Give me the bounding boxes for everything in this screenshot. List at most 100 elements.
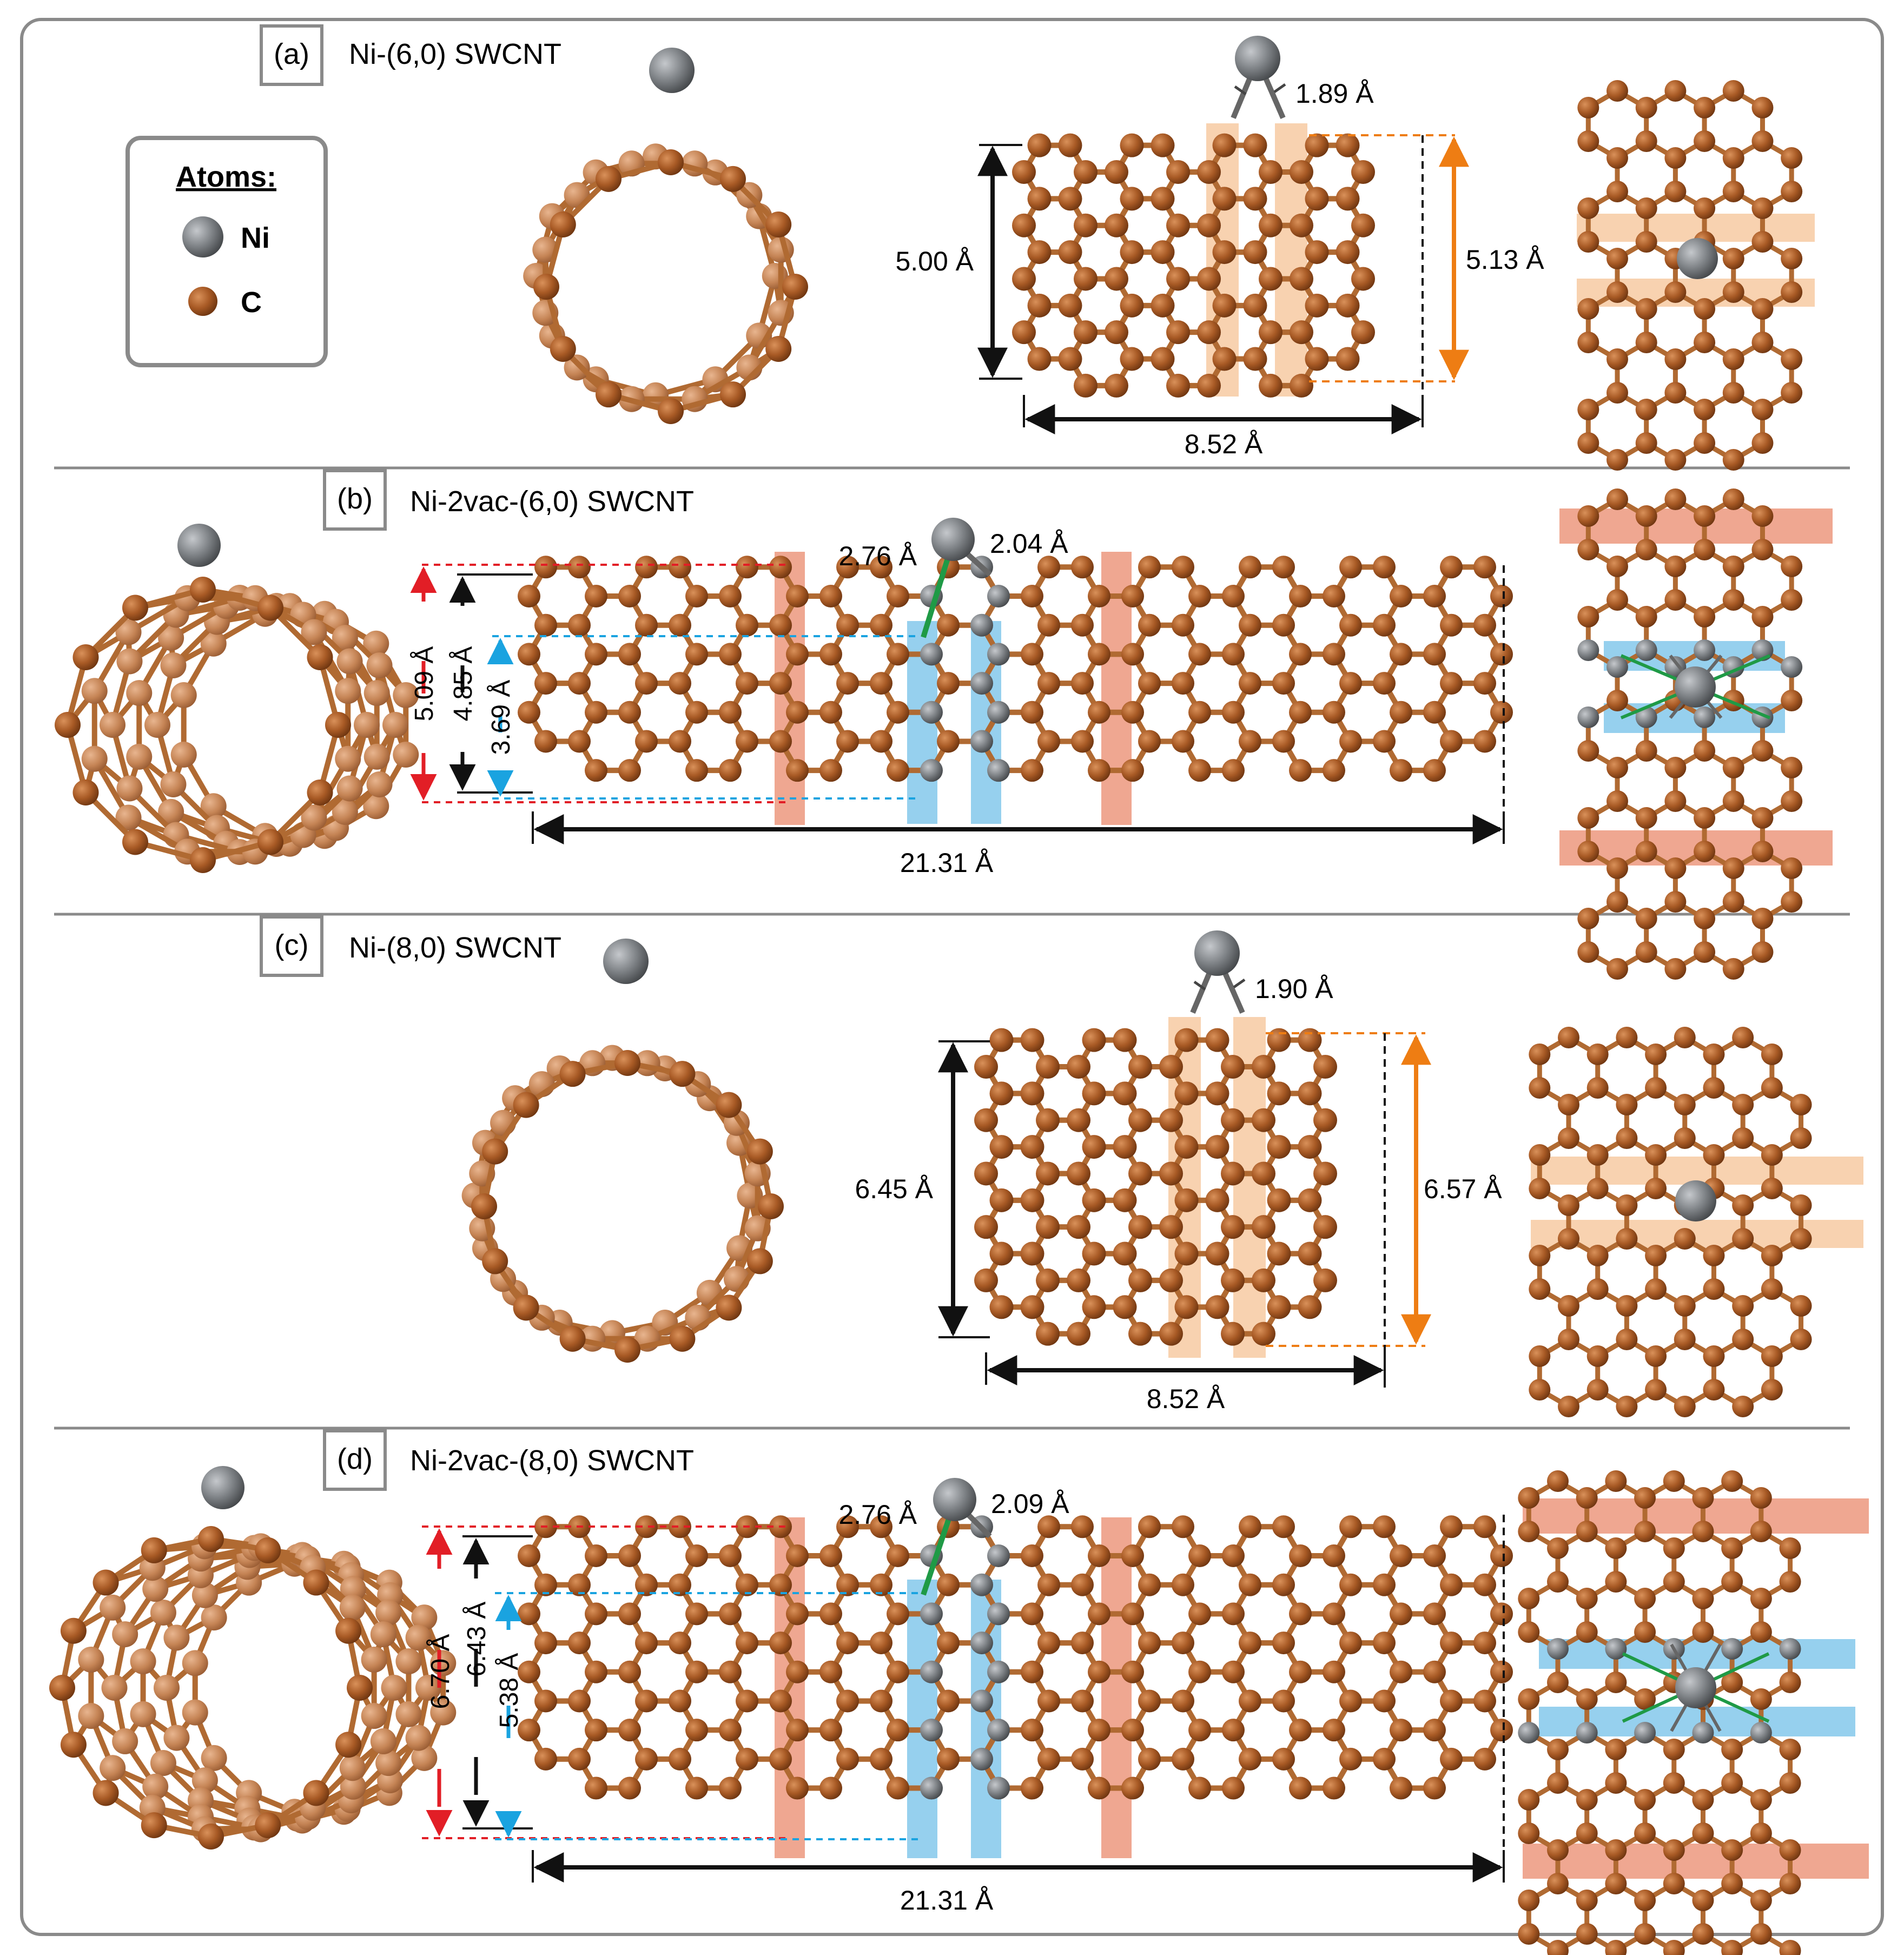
ni-bond-length-label: 1.90 Å [1255,974,1333,1004]
c-atom [1166,160,1190,184]
c-atom [1694,298,1716,320]
c-atom [1272,672,1295,695]
c-atom [1027,347,1052,371]
c-atom [1616,1194,1638,1216]
c-atom [72,780,99,805]
c-atom [163,1624,190,1651]
c-atom [1071,1573,1094,1596]
c-atom [1781,348,1803,370]
c-atom [1020,1135,1044,1159]
c-atom [78,1703,104,1729]
c-atom [836,1573,859,1596]
c-atom [1577,807,1599,829]
c-atom [719,1544,742,1567]
c-atom [937,1632,960,1655]
panel-d-side-view: 2.76 Å 2.09 Å 6.70 Å 6.43 Å 5.38 Å 21.31… [422,1478,1513,1916]
c-atom [112,1728,138,1754]
panel-d-title: Ni-2vac-(8,0) SWCNT [410,1444,694,1477]
c-atom [1518,1621,1540,1643]
c-atom [987,585,1010,607]
c-atom [1037,1689,1060,1713]
c-atom [1166,373,1190,398]
c-atom [142,1576,169,1602]
c-atom [568,1632,591,1655]
c-atom [836,613,859,637]
c-atom [1012,213,1036,237]
figure-frame [20,18,1884,1936]
c-atom [1222,1776,1245,1800]
c-atom [1222,1719,1245,1742]
c-atom [786,701,809,724]
c-atom [1174,1188,1199,1212]
c-atom [1605,1739,1627,1760]
c-atom [1635,706,1657,728]
panel-d-tag: (d) [337,1443,373,1475]
c-atom [1088,759,1110,782]
c-atom [482,1248,508,1274]
c-atom [1138,613,1161,637]
c-atom [819,1719,842,1742]
c-atom [970,1573,993,1596]
c-atom [303,1569,329,1596]
c-atom [1547,1638,1569,1660]
c-atom [471,1193,497,1219]
c-atom [1645,1144,1667,1166]
c-atom [635,613,658,637]
c-atom [518,701,540,724]
c-atom [115,619,142,645]
c-atom [1694,639,1716,661]
c-atom [618,701,641,724]
c-atom [1197,373,1221,398]
c-atom [1021,1719,1043,1742]
c-atom [1674,1228,1696,1250]
c-atom [1221,1268,1245,1292]
c-atom [1663,1940,1685,1955]
c-atom [1212,293,1237,318]
c-atom [1105,213,1128,237]
c-atom [1058,133,1082,157]
c-atom [1634,1822,1656,1844]
c-atom [1339,1747,1362,1771]
c-atom [1518,1487,1540,1509]
c-atom [1021,585,1043,607]
c-atom [1663,1772,1685,1794]
c-atom [1313,1055,1337,1079]
c-atom [635,1515,658,1538]
c-atom [1751,807,1774,829]
c-atom [1267,1295,1291,1319]
c-atom [1174,1241,1199,1266]
c-atom [1088,1719,1110,1742]
c-atom [382,712,408,738]
c-atom [887,1544,909,1567]
c-atom [1722,348,1744,370]
c-atom [1336,240,1360,265]
c-atom [550,212,576,237]
c-atom [1088,1776,1110,1800]
ni-atom [931,518,975,561]
bond-tick [1234,85,1247,96]
c-atom [769,1689,792,1713]
c-atom [769,556,792,579]
c-atom [1313,1108,1337,1132]
c-atom [1423,1544,1446,1567]
panel-a-tag: (a) [274,38,309,70]
c-atom [568,1573,591,1596]
c-atom [1339,613,1362,637]
c-atom [1205,1135,1229,1159]
c-atom [1373,672,1396,695]
bond-tick [1233,978,1246,989]
c-atom [669,1325,696,1352]
c-atom [191,1767,218,1794]
c-atom [1586,1379,1609,1401]
c-atom [746,1248,773,1274]
c-atom [1113,1081,1137,1106]
c-atom [1159,1322,1183,1346]
c-atom [1298,1188,1322,1212]
c-atom [1272,556,1295,579]
c-atom [354,712,380,738]
height-label-black: 6.43 Å [462,1602,491,1677]
c-atom [335,745,361,772]
c-atom [618,585,641,607]
ni-atom [603,939,649,984]
c-atom [989,1188,1014,1212]
